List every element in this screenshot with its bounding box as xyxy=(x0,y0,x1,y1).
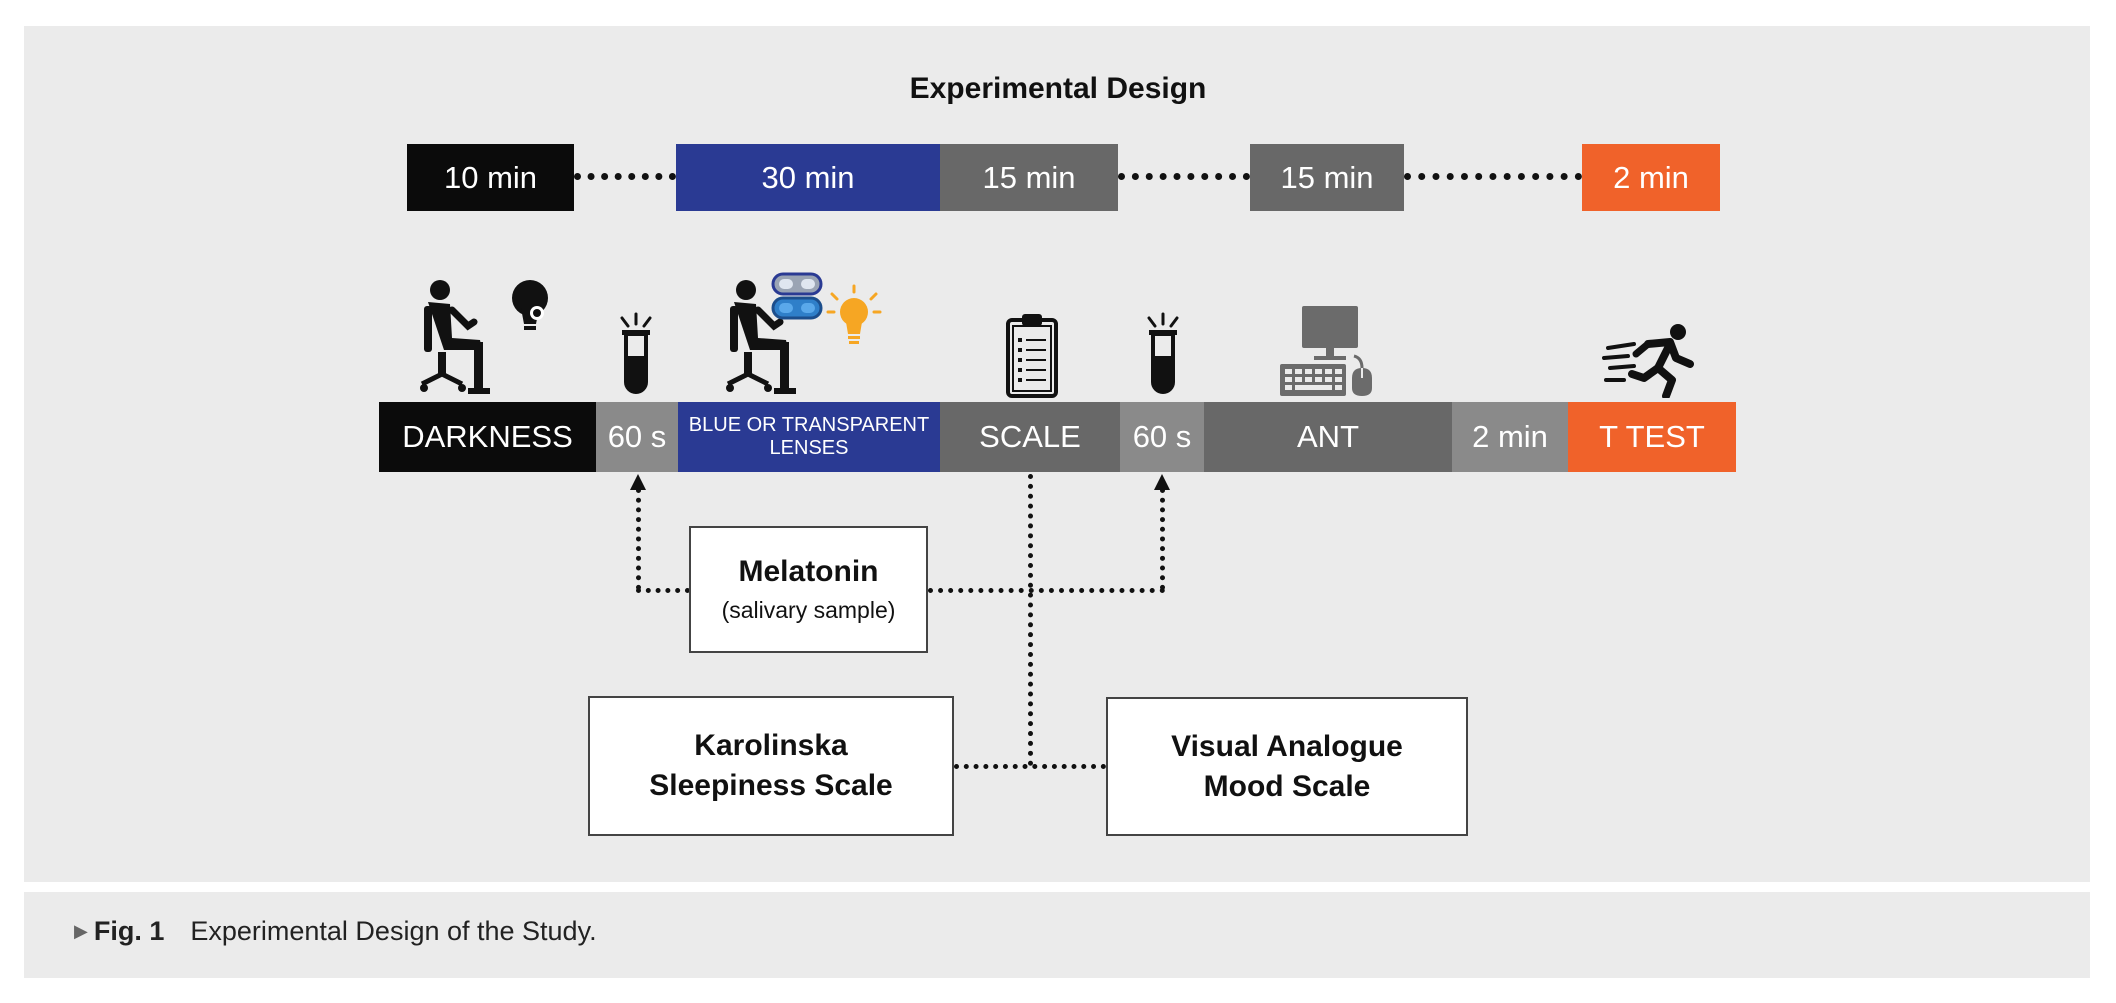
phase-lenses-line1: BLUE OR TRANSPARENT xyxy=(688,414,930,436)
melatonin-title: Melatonin xyxy=(738,555,879,588)
lightbulb-icon xyxy=(512,280,548,330)
phase-60s-second: 60 s xyxy=(1120,402,1204,472)
phase-lenses: BLUE OR TRANSPARENT LENSES xyxy=(678,402,940,472)
seated-person-with-lenses-icon xyxy=(726,280,796,394)
phase-lenses-line2: LENSES xyxy=(769,437,849,459)
phase-t-test: T TEST xyxy=(1568,402,1736,472)
vams-box: Visual Analogue Mood Scale xyxy=(1106,697,1468,836)
phase-darkness: DARKNESS xyxy=(379,402,596,472)
vams-line2: Mood Scale xyxy=(1203,769,1371,803)
arrow-to-second-sample xyxy=(1154,474,1170,490)
phase-scale: SCALE xyxy=(940,402,1120,472)
connector-second-sample xyxy=(1160,488,1165,590)
seated-person-icon xyxy=(420,280,490,394)
computer-icon xyxy=(1280,306,1372,396)
timeline-connector xyxy=(1404,173,1582,180)
clipboard-icon xyxy=(1006,314,1058,398)
melatonin-box: Melatonin (salivary sample) xyxy=(689,526,928,653)
test-tube-icon xyxy=(1147,312,1179,394)
caption-text: Experimental Design of the Study. xyxy=(190,916,597,946)
phase-ant: ANT xyxy=(1204,402,1452,472)
lit-bulb-icon xyxy=(826,284,882,344)
timeline-block-15min-ant: 15 min xyxy=(1250,144,1404,211)
connector-scale-down xyxy=(1028,474,1033,766)
timeline-block-2min: 2 min xyxy=(1582,144,1720,211)
connector-scales xyxy=(954,764,1106,769)
karolinska-box: Karolinska Sleepiness Scale xyxy=(588,696,954,836)
caption-label: Fig. 1 xyxy=(93,916,165,946)
arrow-to-first-sample xyxy=(630,474,646,490)
timeline-connector xyxy=(1118,173,1250,180)
goggles-icon xyxy=(771,272,823,320)
timeline-block-30min: 30 min xyxy=(676,144,940,211)
caption-bar xyxy=(24,892,2090,978)
diagram-title: Experimental Design xyxy=(909,72,1207,105)
vams-line1: Visual Analogue xyxy=(1171,729,1403,763)
connector-melatonin-right xyxy=(928,588,1165,593)
phase-60s-first: 60 s xyxy=(596,402,678,472)
timeline-block-10min: 10 min xyxy=(407,144,574,211)
runner-icon xyxy=(1602,324,1694,398)
figure-caption: ▶ Fig. 1 Experimental Design of the Stud… xyxy=(74,916,597,947)
connector-first-sample xyxy=(636,488,641,590)
timeline-connector xyxy=(574,173,676,180)
test-tube-icon xyxy=(620,312,652,394)
karolinska-line1: Karolinska xyxy=(694,729,848,762)
timeline-block-15min: 15 min xyxy=(940,144,1118,211)
phase-2min: 2 min xyxy=(1452,402,1568,472)
melatonin-subtitle: (salivary sample) xyxy=(721,597,896,623)
karolinska-line2: Sleepiness Scale xyxy=(649,769,893,802)
connector-melatonin-left xyxy=(636,588,690,593)
caption-triangle-icon: ▶ xyxy=(74,921,88,941)
